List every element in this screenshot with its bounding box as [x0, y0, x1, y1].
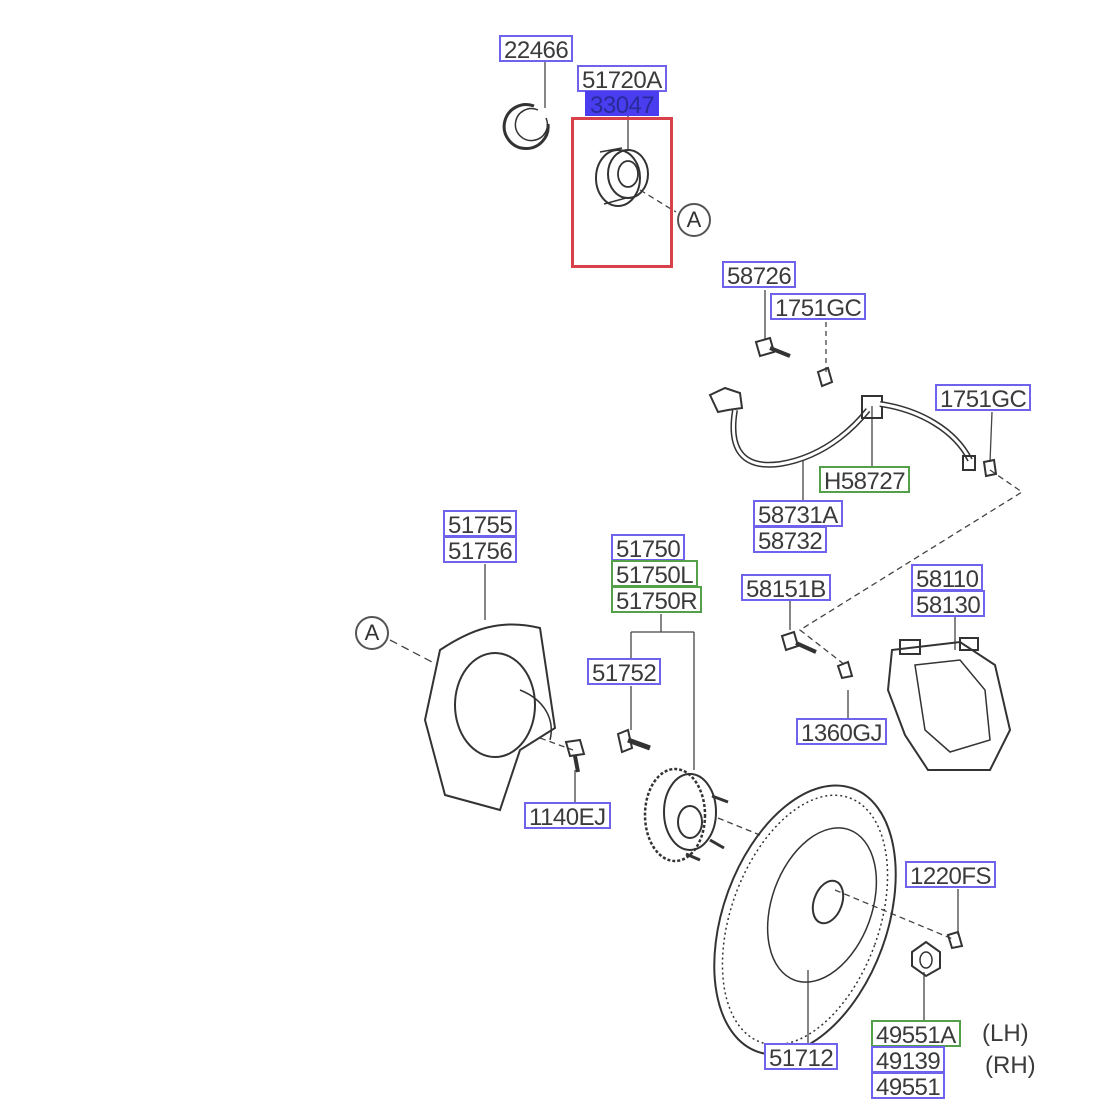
part-label-1751gc-b[interactable]: 1751GC [935, 384, 1032, 413]
brake-hose-drawing [708, 386, 976, 471]
snap-ring-drawing [502, 103, 550, 151]
part-label-51756[interactable]: 51756 [443, 536, 518, 565]
bearing-drawing [595, 147, 649, 207]
leader-lines [389, 62, 1024, 1043]
bolt-58151b-drawing [780, 630, 817, 654]
part-label-33047[interactable]: 33047 [585, 91, 660, 118]
part-label-49551a[interactable]: 49551A [871, 1020, 961, 1049]
part-label-58110[interactable]: 58110 [911, 564, 984, 593]
part-label-58130[interactable]: 58130 [911, 590, 986, 619]
part-label-1360gj[interactable]: 1360GJ [796, 718, 888, 747]
part-label-51720a[interactable]: 51720A [577, 65, 667, 94]
part-label-51752[interactable]: 51752 [587, 658, 662, 687]
part-label-58726[interactable]: 58726 [722, 261, 797, 290]
part-label-1751gc-a[interactable]: 1751GC [770, 293, 867, 322]
side-note-rh: (RH) [985, 1052, 1036, 1079]
part-label-1140ej[interactable]: 1140EJ [524, 802, 611, 831]
callout-a-left: A [355, 616, 389, 650]
part-label-49551[interactable]: 49551 [871, 1072, 946, 1101]
part-label-51712[interactable]: 51712 [764, 1043, 839, 1072]
side-note-lh: (LH) [982, 1020, 1029, 1047]
bolt-58726-drawing [754, 336, 791, 358]
bolt-1140ej-drawing [564, 738, 586, 773]
part-label-51750l[interactable]: 51750L [611, 560, 699, 589]
dust-shield-drawing [423, 623, 557, 812]
caliper-drawing [886, 637, 1012, 771]
part-label-22466[interactable]: 22466 [499, 35, 574, 64]
part-label-58732[interactable]: 58732 [753, 526, 828, 555]
part-label-51755[interactable]: 51755 [443, 510, 518, 539]
part-label-58151b[interactable]: 58151B [741, 574, 831, 603]
bolt-51752-drawing [616, 728, 651, 754]
part-label-1220fs[interactable]: 1220FS [905, 861, 997, 890]
hub-drawing [643, 767, 729, 863]
part-label-51750[interactable]: 51750 [611, 534, 686, 563]
hub-nut-drawing [911, 940, 941, 978]
part-label-51750r[interactable]: 51750R [611, 586, 703, 615]
part-label-h58727[interactable]: H58727 [819, 466, 911, 495]
brake-disc-drawing [713, 784, 897, 1056]
part-label-58731a[interactable]: 58731A [753, 500, 843, 529]
part-label-49139[interactable]: 49139 [871, 1046, 946, 1075]
highlight-box-33047 [571, 117, 673, 268]
callout-a-top: A [677, 203, 711, 237]
